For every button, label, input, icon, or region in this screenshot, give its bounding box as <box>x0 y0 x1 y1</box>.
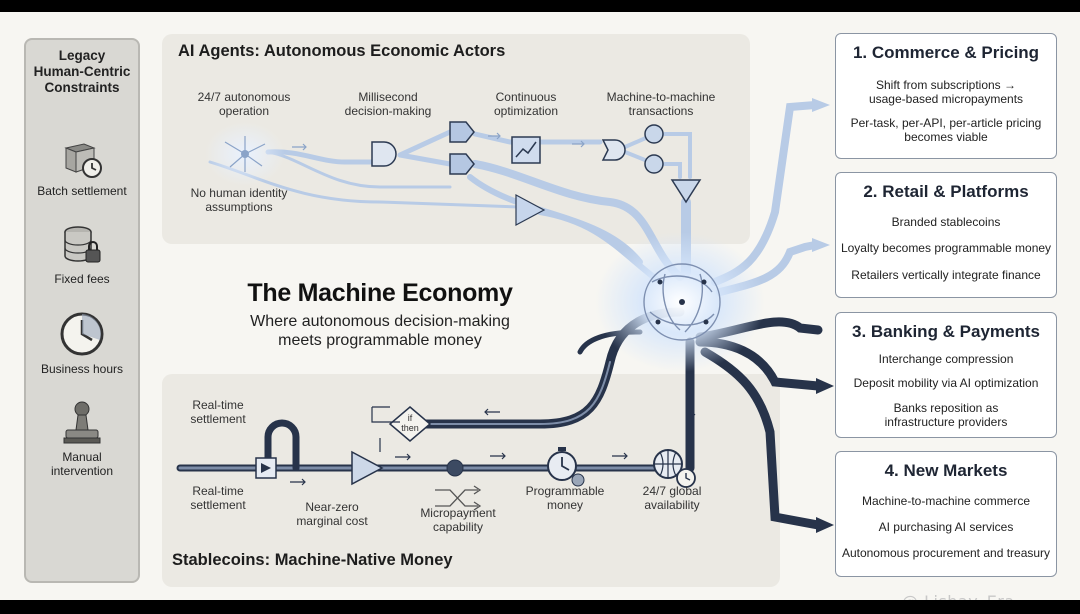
amplifier-icon <box>351 450 384 486</box>
legacy-item-business-hours: Business hours <box>26 308 138 376</box>
decision-node-icon <box>449 153 475 175</box>
legacy-label: Fixed fees <box>54 272 110 286</box>
legacy-constraints-panel: Legacy Human-Centric Constraints Batch s… <box>24 38 140 583</box>
amplifier-icon <box>515 193 546 227</box>
legacy-label: Business hours <box>40 362 124 376</box>
if-then-decision-icon <box>388 406 432 442</box>
card-commerce-pricing: 1. Commerce & Pricing Shift from subscri… <box>835 33 1057 159</box>
bottom-bar <box>0 600 1080 614</box>
legacy-item-fixed-fees: Fixed fees <box>26 222 138 286</box>
label-millisecond-decision: Millisecond decision-making <box>344 90 432 118</box>
watermark: @ Lishay_Era <box>902 592 1015 600</box>
legacy-label: Manual intervention <box>50 450 114 478</box>
and-gate-icon <box>371 141 397 167</box>
stamp-icon <box>54 400 110 448</box>
center-title: The Machine Economy <box>247 279 513 307</box>
clock-icon <box>54 308 110 360</box>
stable-panel-title: Stablecoins: Machine-Native Money <box>172 551 453 569</box>
gear-icon <box>571 473 585 487</box>
or-gate-icon <box>601 139 626 161</box>
card-line: Per-task, per-API, per-article pricing b… <box>850 116 1042 144</box>
card-line: Branded stablecoins <box>891 215 1001 229</box>
card-line: Machine-to-machine commerce <box>861 494 1031 508</box>
label-autonomous-operation: 24/7 autonomous operation <box>197 90 291 118</box>
card-line: Shift from subscriptions → usage-based m… <box>868 78 1024 106</box>
ai-panel-title: AI Agents: Autonomous Economic Actors <box>178 42 506 60</box>
label-realtime-settlement-bottom: Real-time settlement <box>190 484 246 512</box>
card-banking-payments: 3. Banking & Payments Interchange compre… <box>835 312 1057 438</box>
label-m2m-transactions: Machine-to-machine transactions <box>606 90 716 118</box>
label-global-availability: 24/7 global availability <box>642 484 702 512</box>
card-line: Loyalty becomes programmable money <box>840 241 1052 255</box>
card-line: AI purchasing AI services <box>878 520 1014 534</box>
label-if-then: if then <box>401 413 419 433</box>
label-near-zero-cost: Near-zero marginal cost <box>296 500 368 528</box>
triangle-node-icon <box>670 179 702 204</box>
infographic-canvas: Legacy Human-Centric Constraints Batch s… <box>0 12 1080 600</box>
card-title: 2. Retail & Platforms <box>863 182 1029 201</box>
card-new-markets: 4. New Markets Machine-to-machine commer… <box>835 451 1057 577</box>
machine-node-icon <box>644 154 664 174</box>
machine-node-icon <box>644 124 664 144</box>
card-title: 3. Banking & Payments <box>851 322 1040 341</box>
decision-node-icon <box>449 121 475 143</box>
box-clock-icon <box>54 134 110 182</box>
card-line: Deposit mobility via AI optimization <box>853 376 1039 390</box>
legacy-title: Legacy Human-Centric Constraints <box>33 48 131 95</box>
trend-chart-icon <box>511 136 541 164</box>
label-continuous-optimization: Continuous optimization <box>493 90 559 118</box>
card-line: Interchange compression <box>878 352 1014 366</box>
legacy-item-manual-intervention: Manual intervention <box>26 400 138 478</box>
database-lock-icon <box>54 222 110 270</box>
label-micropayment: Micropayment capability <box>420 506 496 534</box>
shuffle-icon <box>435 489 478 507</box>
card-line: Autonomous procurement and treasury <box>841 546 1051 560</box>
card-retail-platforms: 2. Retail & Platforms Branded stablecoin… <box>835 172 1057 298</box>
card-line: Banks reposition as infrastructure provi… <box>884 401 1008 429</box>
label-realtime-settlement-top: Real-time settlement <box>190 398 246 426</box>
center-subtitle: Where autonomous decision-making meets p… <box>250 313 510 349</box>
label-no-human-identity: No human identity assumptions <box>190 186 288 214</box>
micropayment-node-icon <box>446 459 464 477</box>
card-title: 4. New Markets <box>884 461 1008 480</box>
legacy-label: Batch settlement <box>37 184 127 198</box>
legacy-item-batch-settlement: Batch settlement <box>26 134 138 198</box>
flow-diagram <box>176 98 834 533</box>
card-line: Retailers vertically integrate finance <box>851 268 1041 282</box>
label-programmable-money: Programmable money <box>525 484 605 512</box>
card-title: 1. Commerce & Pricing <box>852 43 1040 62</box>
